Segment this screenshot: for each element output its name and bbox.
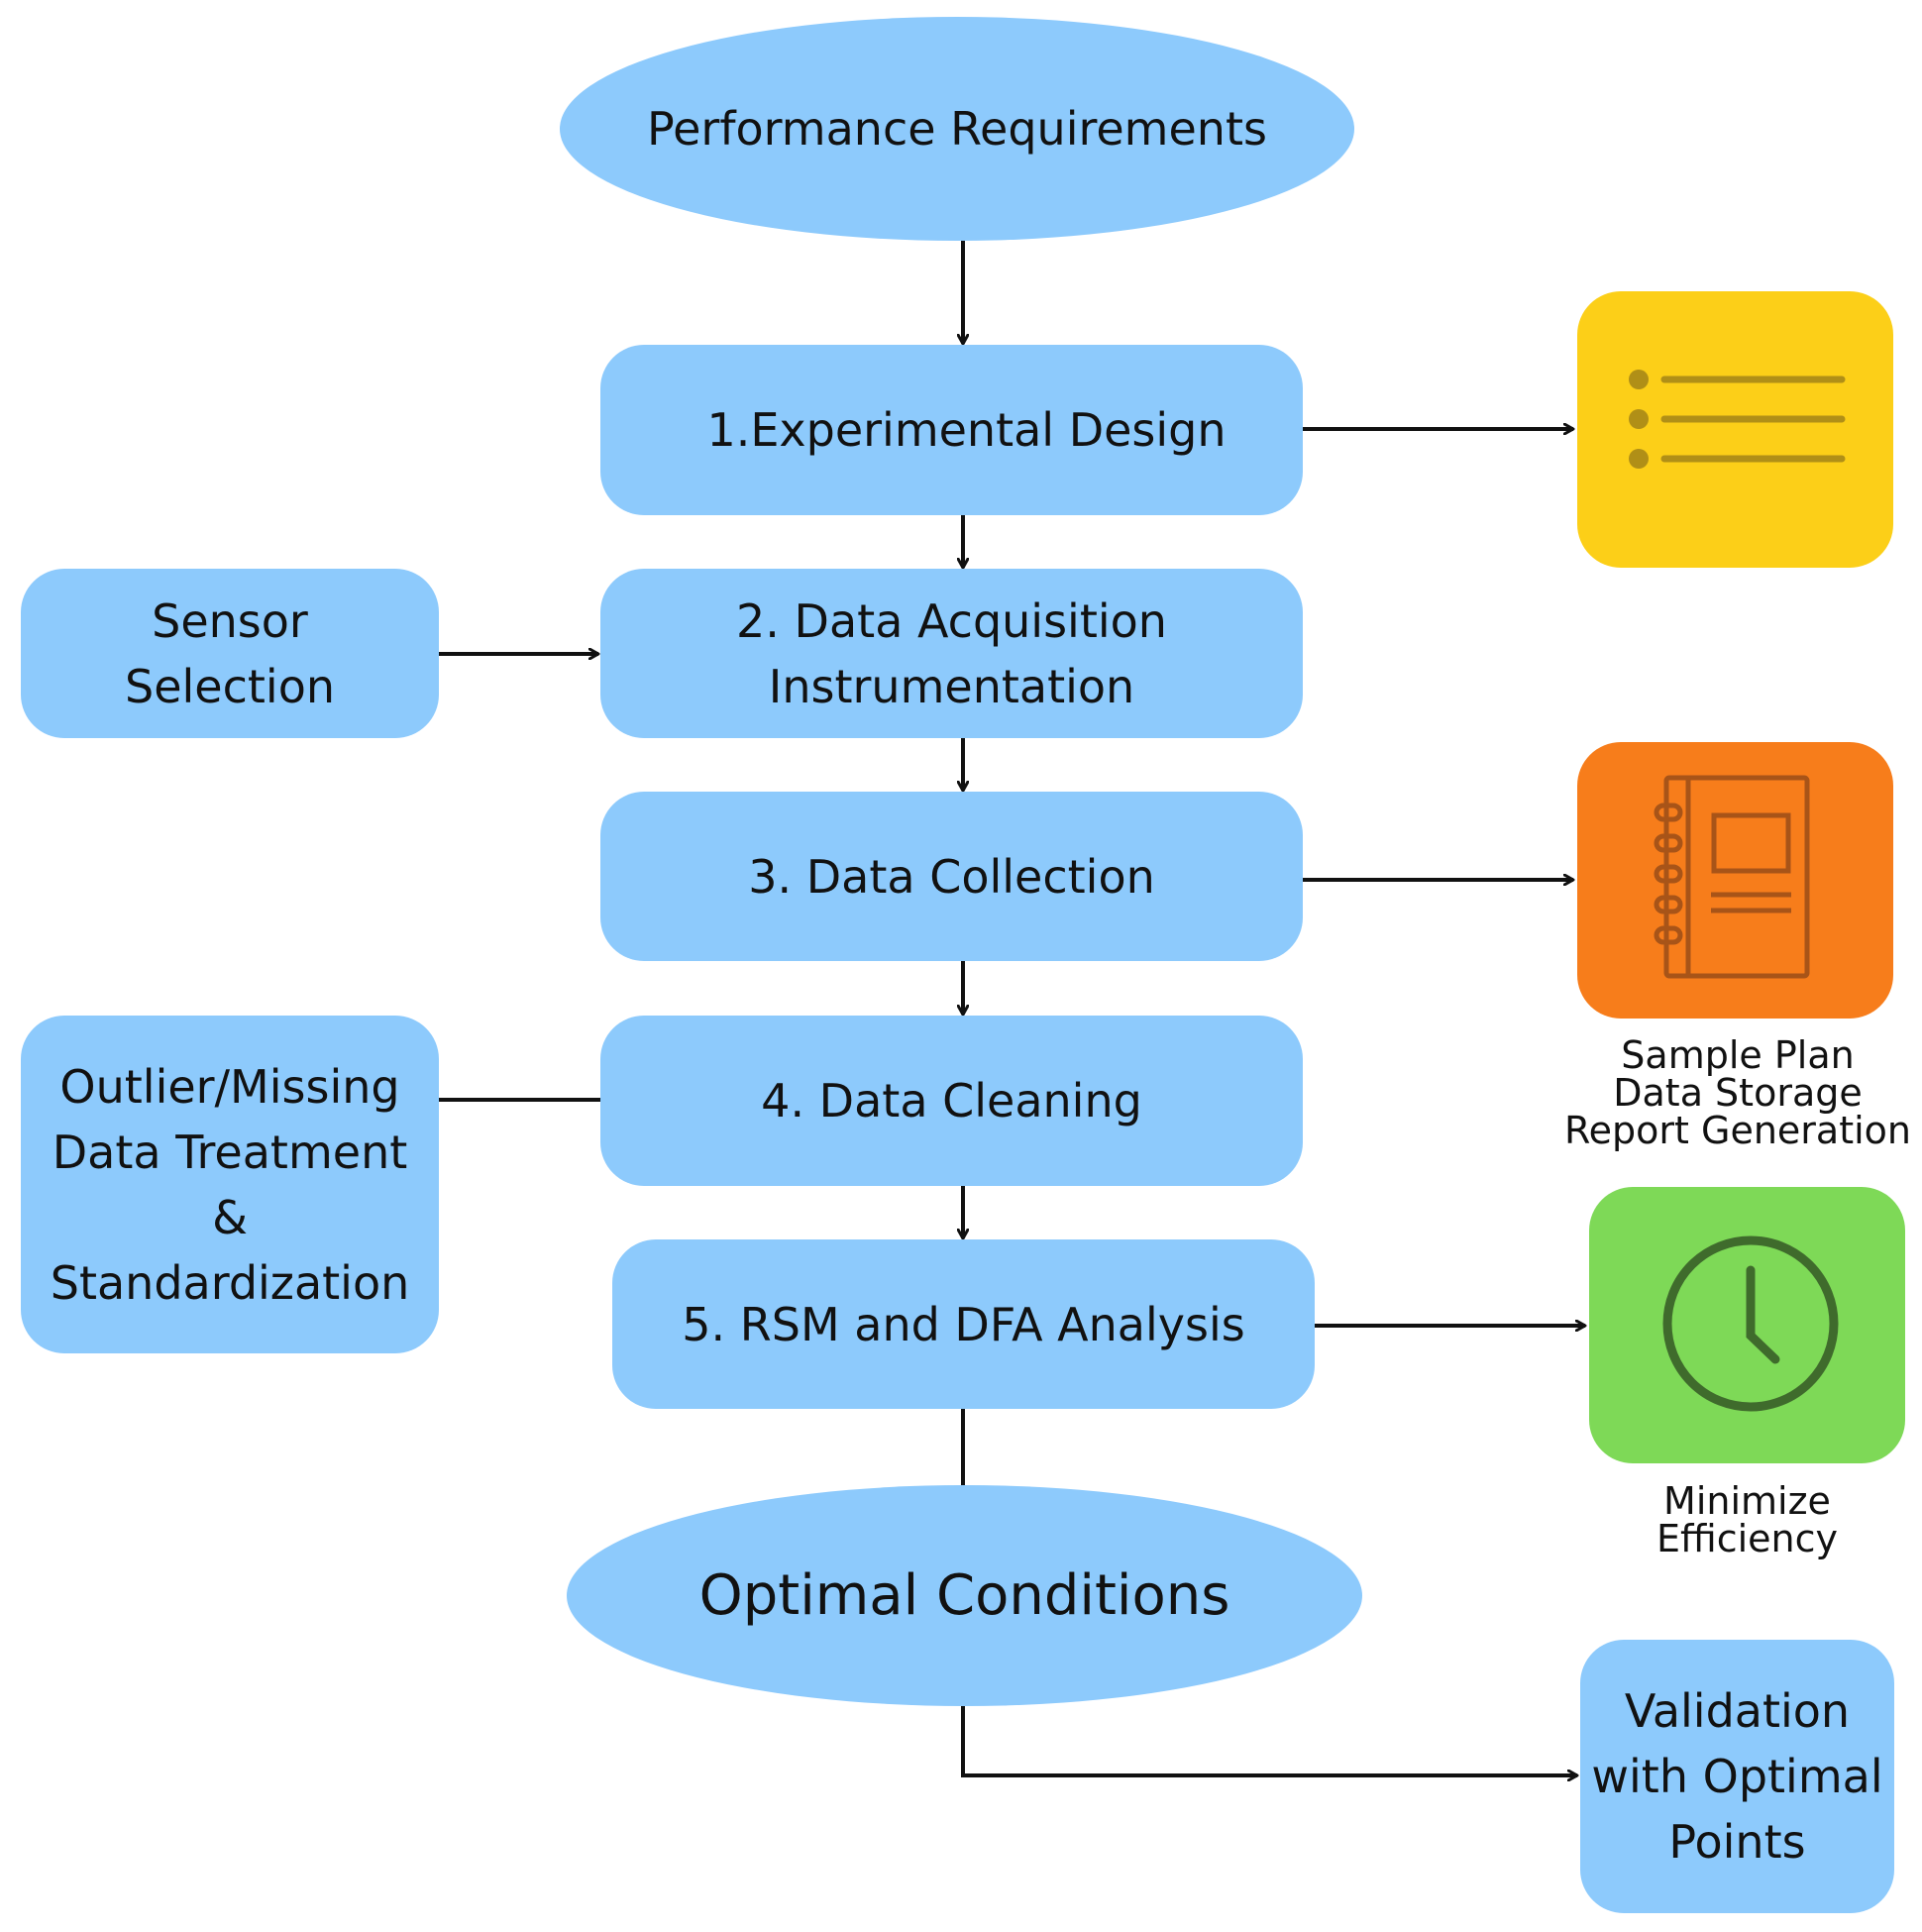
node-optimal-conditions: Optimal Conditions <box>567 1485 1362 1706</box>
node-data-cleaning-label: 4. Data Cleaning <box>761 1074 1142 1127</box>
node-sensor-selection-line-2: Selection <box>125 659 335 713</box>
node-optimal-conditions-label: Optimal Conditions <box>698 1562 1230 1628</box>
caption-line-data-storage: Data Storage <box>1613 1071 1863 1115</box>
node-sensor-selection-line-1: Sensor <box>152 593 308 648</box>
notebook-icon-ring-5 <box>1654 925 1683 945</box>
node-outlier-treatment-line-4: Standardization <box>50 1255 410 1310</box>
node-rsm-dfa-analysis-label: 5. RSM and DFA Analysis <box>682 1297 1245 1351</box>
node-validation: Validation with Optimal Points <box>1580 1640 1894 1913</box>
node-data-acquisition: 2. Data Acquisition Instrumentation <box>600 569 1303 738</box>
node-outlier-treatment-line-1: Outlier/Missing <box>59 1059 400 1114</box>
node-validation-line-1: Validation <box>1624 1684 1851 1738</box>
notebook-icon-caption: Sample Plan Data Storage Report Generati… <box>1553 1036 1922 1149</box>
caption-line-sample-plan: Sample Plan <box>1621 1033 1855 1077</box>
notebook-icon-ring-1 <box>1654 803 1683 822</box>
node-sensor-selection: Sensor Selection <box>21 569 439 738</box>
caption-line-report-generation: Report Generation <box>1563 1109 1912 1152</box>
node-data-collection: 3. Data Collection <box>600 792 1303 961</box>
node-outlier-treatment: Outlier/Missing Data Treatment & Standar… <box>21 1016 439 1353</box>
node-data-acquisition-line-2: Instrumentation <box>768 659 1135 713</box>
caption-line-efficiency: Efficiency <box>1655 1517 1839 1560</box>
clock-icon <box>1662 1235 1839 1412</box>
node-experimental-design: 1.Experimental Design <box>600 345 1303 515</box>
notebook-icon-picture <box>1711 812 1791 874</box>
clock-icon-hands <box>1746 1265 1780 1364</box>
clock-icon-tile <box>1589 1187 1905 1463</box>
node-performance-requirements-label: Performance Requirements <box>647 102 1267 156</box>
notebook-icon-ring-4 <box>1654 895 1683 914</box>
list-icon-bullet-1 <box>1629 370 1649 389</box>
arrow-optimal-to-validation <box>961 1706 1577 1775</box>
node-data-cleaning: 4. Data Cleaning <box>600 1016 1303 1186</box>
node-experimental-design-label: 1.Experimental Design <box>706 403 1227 457</box>
list-icon-bullet-2 <box>1629 409 1649 429</box>
node-outlier-treatment-line-3: & <box>212 1190 248 1244</box>
notebook-icon <box>1654 775 1810 979</box>
notebook-icon-tile <box>1577 742 1893 1019</box>
notebook-icon-ring-2 <box>1654 833 1683 853</box>
node-performance-requirements: Performance Requirements <box>560 17 1354 241</box>
caption-line-minimize: Minimize <box>1663 1479 1831 1523</box>
node-validation-line-2: with Optimal <box>1591 1750 1883 1803</box>
node-outlier-treatment-line-2: Data Treatment <box>52 1125 408 1179</box>
clock-icon-face <box>1662 1235 1839 1412</box>
notebook-icon-ring-3 <box>1654 864 1683 884</box>
node-data-collection-label: 3. Data Collection <box>748 849 1155 904</box>
node-data-acquisition-line-1: 2. Data Acquisition <box>736 593 1167 648</box>
list-icon-tile <box>1577 291 1893 568</box>
list-icon <box>1629 370 1846 469</box>
clock-icon-caption: Minimize Efficiency <box>1589 1482 1905 1557</box>
node-rsm-dfa-analysis: 5. RSM and DFA Analysis <box>612 1239 1315 1409</box>
notebook-icon-cover <box>1663 775 1810 979</box>
node-validation-line-3: Points <box>1668 1815 1806 1869</box>
list-icon-bullet-3 <box>1629 449 1649 469</box>
